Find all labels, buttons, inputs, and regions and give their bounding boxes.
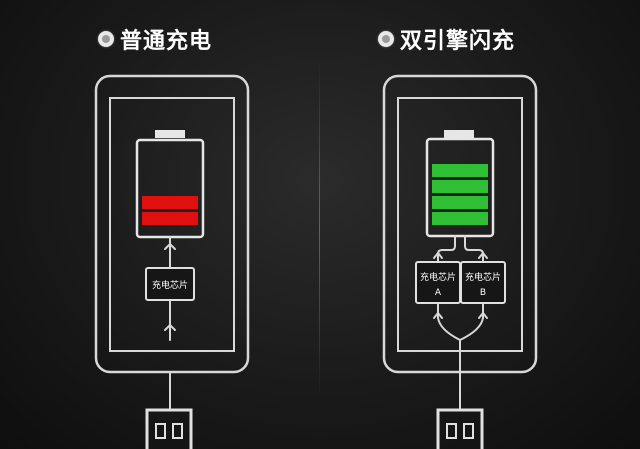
left-battery-bar: [142, 212, 198, 225]
left-battery-cap: [155, 130, 185, 138]
arrow-up-icon: [433, 312, 443, 319]
left-phone-frame: [94, 74, 250, 374]
arrow-up-icon: [433, 252, 443, 259]
arrow-up-icon: [478, 312, 488, 319]
right-plug-icon: [436, 408, 484, 449]
right-battery-bar: [432, 180, 488, 193]
chip-b-letter: B: [480, 288, 486, 298]
left-battery-icon: [135, 130, 205, 239]
right-wires: [433, 235, 488, 411]
right-battery-body: [425, 137, 495, 238]
right-battery-cap: [444, 130, 474, 138]
right-charging-chip-a: 充电芯片 A: [415, 261, 461, 304]
right-charging-chip-b: 充电芯片 B: [460, 261, 506, 304]
right-battery-icon: [425, 130, 495, 238]
left-phone-screen: [109, 97, 235, 352]
arrow-up-icon: [164, 323, 176, 331]
left-phone: [94, 74, 250, 374]
arrow-up-icon: [478, 252, 488, 259]
left-wires: [164, 236, 176, 411]
left-plug-icon: [145, 408, 193, 449]
normal-charging-label: 普通充电: [120, 29, 213, 54]
arrow-up-icon: [164, 242, 176, 250]
chip-b-label: 充电芯片: [465, 271, 501, 283]
chip-a-letter: A: [435, 288, 442, 298]
radio-dot-icon: [98, 31, 114, 47]
center-divider: [319, 60, 320, 400]
left-charging-chip: 充电芯片: [145, 267, 195, 301]
left-chip-label: 充电芯片: [152, 279, 188, 291]
right-battery-bar: [432, 212, 488, 225]
dual-engine-label: 双引擎闪充: [400, 29, 516, 54]
chip-a-label: 充电芯片: [420, 271, 456, 283]
right-battery-bar: [432, 164, 488, 177]
left-battery-bar: [142, 196, 198, 209]
radio-dot-icon: [378, 31, 394, 47]
dual-engine-title: 双引擎闪充: [378, 22, 515, 56]
normal-charging-title: 普通充电: [98, 22, 212, 56]
right-battery-bar: [432, 196, 488, 209]
